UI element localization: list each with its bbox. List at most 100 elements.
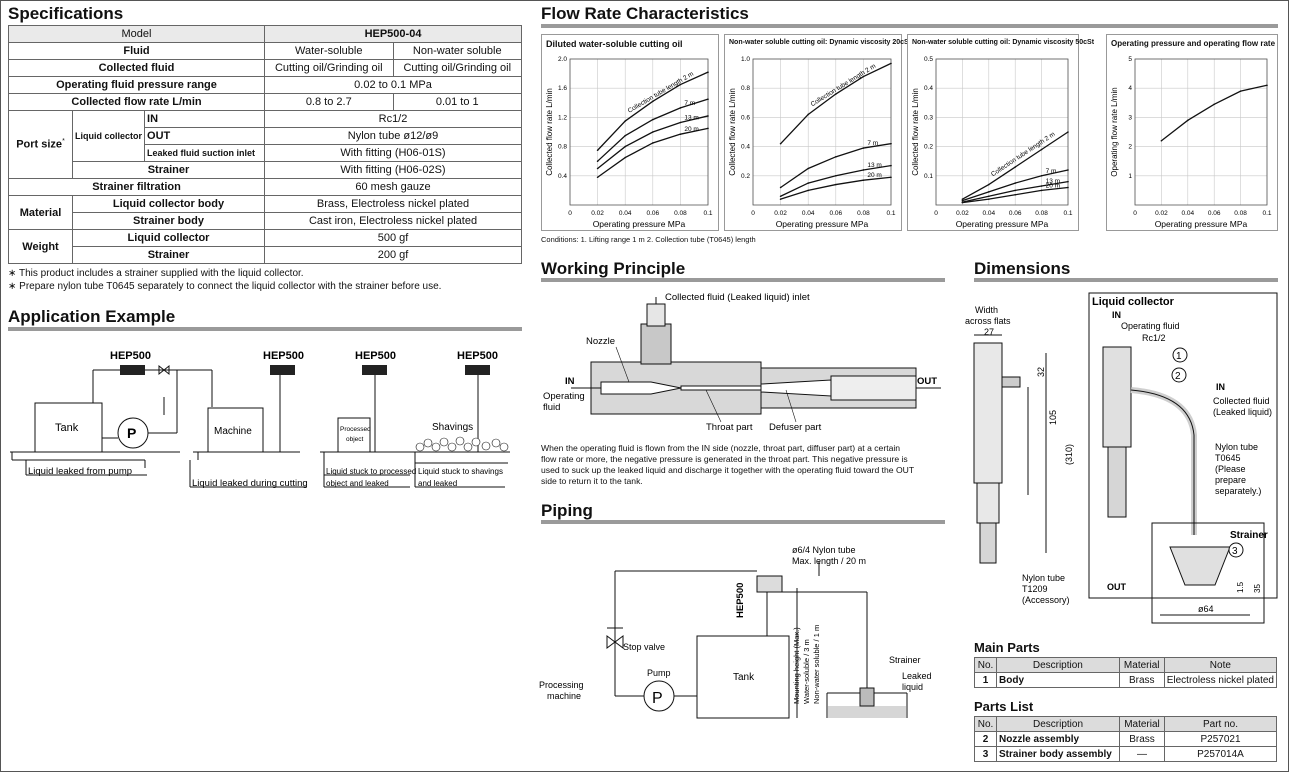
piping-tank-label: Tank: [733, 672, 755, 683]
collected-fluid-label-2: (Leaked liquid): [1213, 407, 1272, 417]
data-point: [624, 120, 626, 122]
app-label-1: Liquid leaked from pump: [28, 466, 132, 477]
data-point: [1014, 189, 1016, 192]
dimensions-diagram: 1 2 3 Width across flats 27 32 105 (310)…: [965, 292, 1278, 624]
y-tick-label: 0.3: [924, 114, 933, 121]
dim-35: 35: [1253, 584, 1262, 593]
hep500-box: [756, 575, 783, 593]
data-point: [596, 160, 599, 162]
parts-list-cell: —: [1119, 746, 1165, 762]
chart-4-panel: Operating pressure and operating flow ra…: [1106, 34, 1278, 231]
y-tick-label: 0.2: [741, 173, 750, 180]
y-tick-label: 1.2: [558, 114, 567, 121]
hep500-unit-2: [270, 365, 295, 375]
hep500-label-2: HEP500: [263, 350, 304, 362]
working-title: Working Principle: [541, 259, 686, 278]
series-label: 13 m: [867, 162, 881, 169]
data-point: [988, 198, 990, 200]
callout-1: [1172, 347, 1188, 363]
operating-label: Operating: [543, 391, 585, 402]
main-parts-header-description: Description: [996, 657, 1120, 673]
y-tick-label: 0.1: [924, 173, 933, 180]
dim-strainer-label: Strainer: [1230, 530, 1268, 541]
data-point: [835, 175, 837, 177]
x-axis-label: Operating pressure MPa: [1155, 219, 1248, 229]
data-point: [1040, 189, 1043, 192]
x-tick-label: 0.08: [857, 210, 870, 217]
data-point: [807, 167, 809, 170]
data-point: [679, 107, 682, 109]
leaked-label-2: liquid: [902, 682, 923, 692]
main-parts-cell: 1: [974, 672, 997, 688]
working-rule: [541, 278, 945, 282]
application-diagram: HEP500 HEP500 HEP500 HEP500 Tank P Machi…: [10, 350, 510, 489]
parts-list-cell: P257014A: [1164, 746, 1277, 762]
data-point: [1040, 175, 1043, 177]
table-row: 1 Body Brass Electroless nickel plated: [974, 672, 1278, 688]
pressure-label: Operating fluid pressure range: [7, 76, 266, 94]
data-point: [890, 176, 892, 179]
object-label: object: [346, 436, 364, 443]
y-axis-label: Operating flow rate L/min: [1110, 87, 1119, 176]
data-point: [862, 169, 865, 171]
data-point: [596, 176, 599, 179]
series-label: Collection tube length 2 m: [810, 63, 878, 108]
parts-list-cell: Strainer body assembly: [996, 746, 1120, 762]
fluid-label-wp: fluid: [543, 402, 560, 413]
width-label-2: across flats: [965, 316, 1011, 326]
hep500-unit-3: [362, 365, 387, 375]
mounting-height-2: Water-soluble / 3 m: [802, 639, 811, 704]
nylon-1209-label-3: (Accessory): [1022, 595, 1070, 605]
app-label-4a: Liquid stuck to shavings: [418, 467, 503, 476]
in-value: Rc1/2: [264, 110, 522, 128]
chart-3-title: Non-water soluble cutting oil: Dynamic v…: [912, 39, 1095, 46]
x-tick-label: 0.08: [674, 210, 687, 217]
series-label: 20 m: [684, 126, 698, 133]
flow-rule: [541, 24, 1278, 28]
data-point: [890, 142, 892, 145]
dim-64: ø64: [1198, 604, 1214, 614]
collected-fluid-label: Collected fluid: [7, 59, 266, 77]
data-point: [862, 75, 865, 78]
strainer-value: With fitting (H06-02S): [264, 161, 522, 179]
nylon-1209-label-1: Nylon tube: [1022, 573, 1065, 583]
strainer-label: Strainer: [71, 161, 266, 179]
data-point: [835, 156, 837, 158]
data-point: [779, 186, 782, 189]
nylon-t0645-1: Nylon tube: [1215, 442, 1258, 452]
collected-nonwater: Cutting oil/Grinding oil: [392, 59, 522, 77]
fluid-water: Water-soluble: [264, 42, 394, 60]
working-description: When the operating fluid is flown from t…: [541, 443, 945, 487]
data-point: [1213, 103, 1215, 106]
throat-label: Throat part: [706, 422, 753, 433]
data-point: [679, 83, 682, 86]
parts-list-cell: 3: [974, 746, 997, 762]
pressure-value: 0.02 to 0.1 MPa: [264, 76, 522, 94]
chart-4-title: Operating pressure and operating flow ra…: [1111, 39, 1276, 48]
liquid-collector-label: Liquid collector: [71, 110, 146, 162]
valve-icon: [158, 364, 170, 376]
dim-310: (310): [1064, 444, 1074, 465]
x-tick-label: 0.02: [1155, 210, 1168, 217]
fluid-nonwater: Non-water soluble: [392, 42, 522, 60]
x-tick-label: 0.04: [802, 210, 815, 217]
data-point: [1014, 182, 1016, 184]
data-point: [679, 133, 682, 135]
dim-105: 105: [1048, 410, 1058, 425]
stop-valve-label: Stop valve: [623, 642, 665, 652]
main-parts-cell: Brass: [1118, 672, 1165, 688]
y-axis-label: Collected flow rate L/min: [728, 88, 737, 176]
working-diagram: Collected fluid (Leaked liquid) inlet No…: [543, 292, 941, 433]
weight-strainer-value: 200 gf: [264, 246, 522, 264]
callout-1-text: 1: [1176, 351, 1182, 362]
parts-list-header-description: Description: [996, 716, 1120, 732]
series-label: 7 m: [1046, 168, 1057, 175]
x-tick-label: 0.06: [829, 210, 842, 217]
y-tick-label: 0.8: [558, 144, 567, 151]
parts-list-header-part-no: Part no.: [1164, 716, 1277, 732]
in-label: IN: [144, 110, 266, 128]
x-tick-label: 0.02: [774, 210, 787, 217]
parts-list-table: No. Description Material Part no. 2 Nozz…: [974, 716, 1277, 762]
dimensions-title: Dimensions: [974, 259, 1071, 278]
